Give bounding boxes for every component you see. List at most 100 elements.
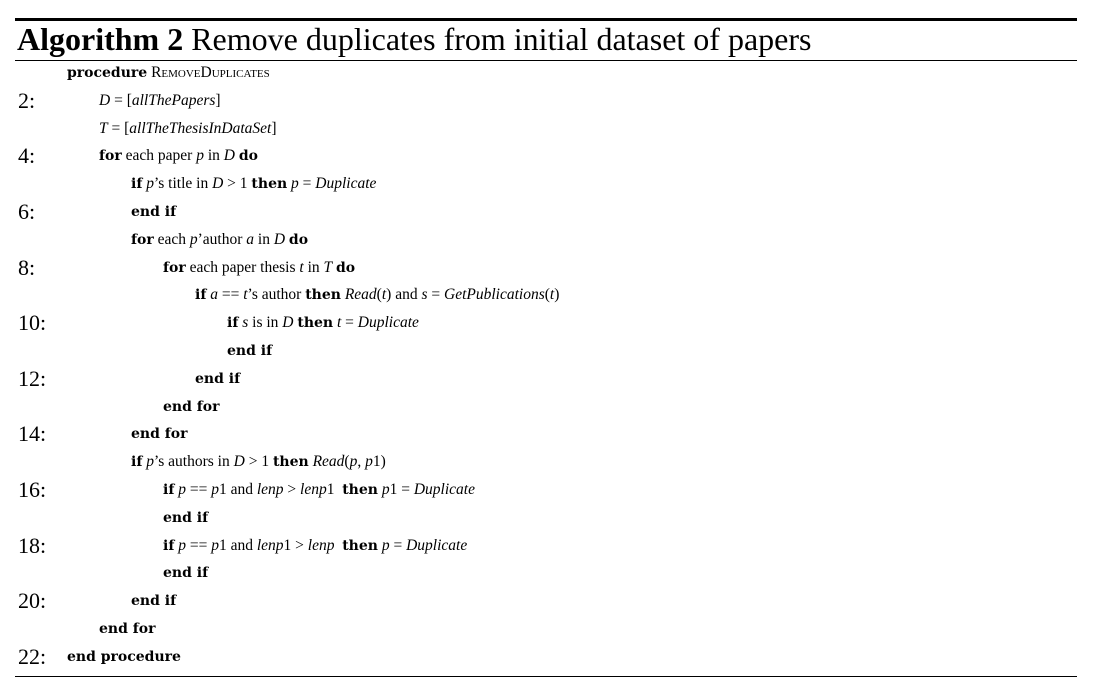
line-code: end for xyxy=(163,394,220,420)
math-symbol: p xyxy=(189,230,198,248)
math-symbol: D xyxy=(223,147,235,165)
keyword: end if xyxy=(163,509,209,526)
math-symbol: GetPublications xyxy=(444,286,545,304)
math-symbol: T xyxy=(323,258,333,276)
code-text: ] xyxy=(215,91,221,109)
line-code: if s is in D then t = Duplicate xyxy=(227,310,419,336)
line-code: T = [allTheThesisInDataSet] xyxy=(99,116,277,142)
code-text: == xyxy=(217,286,244,304)
line-code: procedure RemoveDuplicates xyxy=(67,60,270,86)
line-code: if a == t’s author then Read(t) and s = … xyxy=(195,282,559,308)
keyword: end for xyxy=(131,426,188,443)
code-text: each paper xyxy=(121,147,197,165)
code-text: 1 and xyxy=(218,536,257,554)
keyword: then xyxy=(272,454,309,471)
algorithm-line: end if xyxy=(0,505,1097,531)
math-symbol: lenp xyxy=(300,481,327,498)
math-symbol: p xyxy=(146,453,154,471)
line-number: 16: xyxy=(18,477,47,502)
keyword: do xyxy=(238,148,258,165)
code-text: = [ xyxy=(107,119,130,137)
math-symbol: Duplicate xyxy=(315,175,377,193)
keyword: then xyxy=(342,537,378,554)
math-symbol: p xyxy=(381,481,390,498)
code-text: ( xyxy=(544,286,550,304)
math-symbol: T xyxy=(99,119,108,137)
code-text: ’s title in xyxy=(153,175,213,193)
code-text: == xyxy=(185,536,212,554)
math-symbol: p xyxy=(178,481,186,498)
algorithm-line: 22: end procedure xyxy=(0,644,1097,670)
code-text: = xyxy=(427,286,444,304)
line-code: if p == p1 and lenp > lenp1 then p1 = Du… xyxy=(163,477,475,503)
code-text: ( xyxy=(344,453,350,471)
line-number: 2: xyxy=(18,87,36,113)
line-number: 14: xyxy=(18,421,47,447)
algorithm-line: 12:end if xyxy=(0,366,1097,392)
keyword: if xyxy=(131,176,143,193)
math-symbol: t xyxy=(549,286,555,304)
keyword: end if xyxy=(131,593,177,610)
keyword: if xyxy=(131,454,143,471)
line-number: 4: xyxy=(18,143,36,169)
keyword: do xyxy=(336,259,356,276)
math-symbol: a xyxy=(246,230,255,248)
line-number: 6: xyxy=(18,199,36,224)
code-text: 1) xyxy=(372,453,386,471)
math-symbol: Duplicate xyxy=(406,536,468,554)
math-symbol: Read xyxy=(344,286,377,304)
line-code: for each paper p in D do xyxy=(99,143,258,169)
algorithm-line: 16:if p == p1 and lenp > lenp1 then p1 =… xyxy=(0,477,1097,503)
math-symbol: allTheThesisInDataSet xyxy=(129,119,272,137)
line-number: 12: xyxy=(18,365,47,391)
math-symbol: p xyxy=(211,536,219,554)
code-text: == xyxy=(185,481,212,498)
math-symbol: lenp xyxy=(307,536,335,554)
algorithm-title: Remove duplicates from initial dataset o… xyxy=(191,21,812,57)
code-text: ] xyxy=(271,119,277,137)
keyword: if xyxy=(163,482,175,498)
code-text: = [ xyxy=(110,91,132,109)
math-symbol: s xyxy=(421,286,428,304)
line-code: end if xyxy=(163,560,208,586)
code-text: in xyxy=(303,258,324,276)
top-rule xyxy=(15,18,1077,21)
line-code: end for xyxy=(99,616,156,642)
line-number: 22: xyxy=(18,643,47,669)
math-symbol: Duplicate xyxy=(413,481,475,498)
line-code: if p’s authors in D > 1 then Read(p, p1) xyxy=(131,449,386,475)
algorithm-line: 2:D = [allThePapers] xyxy=(0,88,1097,114)
keyword: end for xyxy=(163,398,220,415)
code-text: ) and xyxy=(386,286,422,304)
procedure-name: RemoveDuplicates xyxy=(151,64,270,81)
code-text: ( xyxy=(376,286,382,304)
line-code: if p == p1 and lenp1 > lenp then p = Dup… xyxy=(163,533,467,559)
math-symbol: p xyxy=(178,536,186,554)
keyword: then xyxy=(251,176,288,193)
line-number: 20: xyxy=(18,588,47,614)
algorithm-line: if p’s authors in D > 1 then Read(p, p1) xyxy=(0,449,1097,475)
code-text: > 1 xyxy=(244,453,273,471)
algorithm-line: 14: end for xyxy=(0,421,1097,447)
code-text: ’author xyxy=(197,230,247,248)
code-text: 1 and xyxy=(218,481,257,498)
math-symbol: allThePapers xyxy=(131,91,216,109)
algorithm-caption: Algorithm 2 Remove duplicates from initi… xyxy=(17,22,811,56)
algorithm-line: if a == t’s author then Read(t) and s = … xyxy=(0,282,1097,308)
algorithm-line: end if xyxy=(0,338,1097,364)
math-symbol: D xyxy=(282,314,294,332)
keyword: do xyxy=(288,231,309,248)
code-text: 1 xyxy=(326,481,343,498)
math-symbol: a xyxy=(210,286,218,304)
line-number: 10: xyxy=(18,310,47,336)
line-code: for each p’author a in D do xyxy=(131,227,308,253)
math-symbol: p xyxy=(146,175,154,193)
algorithm-line: 20: end if xyxy=(0,588,1097,614)
math-symbol: p xyxy=(349,453,358,471)
math-symbol: p xyxy=(381,536,390,554)
line-code: end procedure xyxy=(67,644,181,670)
algorithm-line: if p’s title in D > 1 then p = Duplicate xyxy=(0,171,1097,197)
math-symbol: Read xyxy=(312,453,345,471)
keyword: for xyxy=(131,231,154,248)
math-symbol: Duplicate xyxy=(357,314,419,332)
